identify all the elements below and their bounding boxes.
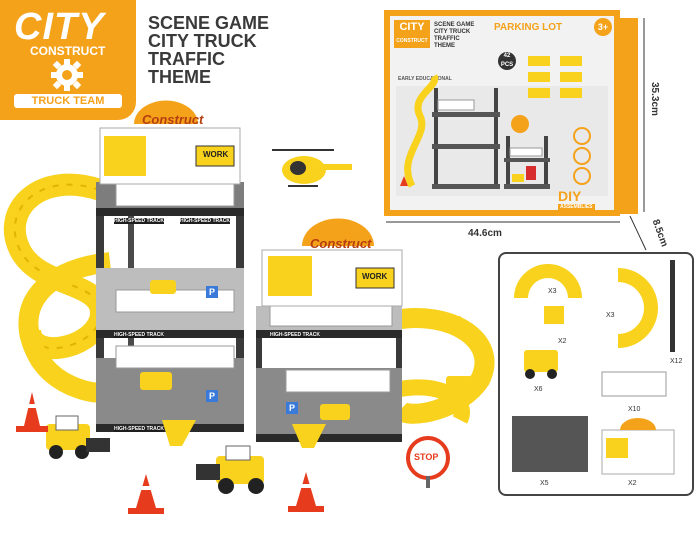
part-qty-fence: X10 bbox=[628, 406, 641, 413]
headline-line: THEME bbox=[148, 67, 211, 87]
part-qty-floor-plate: X5 bbox=[540, 480, 549, 487]
age-badge: 3+ bbox=[594, 18, 612, 36]
pieces-count: 42 bbox=[503, 53, 511, 59]
part-qty-curved-ramp: X3 bbox=[606, 312, 615, 319]
headline-line: TRAFFIC bbox=[148, 49, 225, 69]
part-qty-connector: X2 bbox=[558, 338, 567, 345]
stop-sign-text: STOP bbox=[414, 452, 439, 462]
box-width-label: 44.6cm bbox=[468, 228, 502, 239]
box-assembly-label: ASSEMBLIES bbox=[558, 204, 595, 210]
part-qty-truck: X6 bbox=[534, 386, 543, 393]
logo-subtitle: CONSTRUCT bbox=[30, 44, 106, 58]
box-title-line: THEME bbox=[434, 43, 455, 49]
parts-illustrations bbox=[512, 260, 675, 475]
box-title-line: TRAFFIC bbox=[434, 36, 460, 42]
part-qty-sign-board: X2 bbox=[628, 480, 637, 487]
track-sign: HIGH-SPEED TRACK bbox=[114, 426, 165, 432]
gear-icon bbox=[51, 59, 83, 91]
box-education-label: EARLY EDUCATIONAL bbox=[398, 76, 452, 82]
parking-sign: P bbox=[206, 286, 218, 298]
track-sign: HIGH-SPEED TRACK bbox=[114, 218, 165, 224]
track-sign: HIGH-SPEED TRACK bbox=[114, 332, 165, 338]
track-sign: HIGH-SPEED TRACK bbox=[270, 332, 321, 338]
parking-sign: P bbox=[286, 402, 298, 414]
part-qty-pillar: X12 bbox=[670, 358, 683, 365]
box-product-name: PARKING LOT bbox=[494, 22, 563, 33]
headline-line: SCENE GAME bbox=[148, 13, 270, 33]
logo-title: CITY bbox=[14, 6, 105, 48]
brand-logo: CITY CONSTRUCT TRUCK TEAM bbox=[0, 0, 136, 120]
work-sign-text: WORK bbox=[203, 150, 229, 159]
logo-team: TRUCK TEAM bbox=[14, 94, 122, 108]
box-brand: CITY CONSTRUCT bbox=[394, 20, 430, 48]
box-diy-label: DIY bbox=[558, 188, 582, 204]
truck-illustration bbox=[46, 415, 110, 459]
pieces-badge: 42 PCS bbox=[498, 52, 516, 70]
parts-list-panel: X3 X3 X2 X12 X6 X10 X5 X2 bbox=[498, 252, 694, 496]
product-box: CITY CONSTRUCT SCENE GAME CITY TRUCK TRA… bbox=[384, 10, 620, 216]
work-sign-text: WORK bbox=[362, 272, 388, 281]
track-sign: HIGH-SPEED TRACK bbox=[180, 218, 231, 224]
construct-sign-text: Construct bbox=[142, 112, 204, 127]
part-qty-curved-track: X3 bbox=[548, 288, 557, 295]
headline-line: CITY TRUCK bbox=[148, 31, 257, 51]
box-scene-illustration bbox=[396, 56, 608, 196]
box-brand-city: CITY bbox=[399, 21, 425, 33]
box-title-line: SCENE GAME bbox=[434, 22, 475, 28]
construct-sign-text: Construct bbox=[310, 236, 372, 251]
headline: SCENE GAME CITY TRUCK TRAFFIC THEME bbox=[148, 14, 269, 86]
pieces-unit: PCS bbox=[500, 62, 514, 68]
parking-sign: P bbox=[206, 390, 218, 402]
box-title: SCENE GAME CITY TRUCK TRAFFIC THEME bbox=[434, 22, 474, 50]
box-title-line: CITY TRUCK bbox=[434, 29, 471, 35]
box-side-panel bbox=[620, 18, 638, 214]
box-brand-construct: CONSTRUCT bbox=[396, 38, 428, 44]
